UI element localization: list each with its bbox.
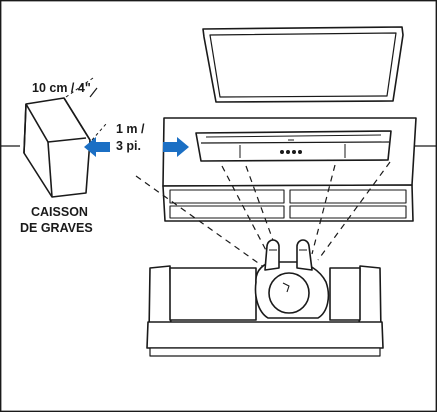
sub-distance-tick — [89, 87, 98, 98]
subwoofer-label-2: DE GRAVES — [20, 221, 93, 235]
person-icon — [254, 239, 330, 319]
tv — [202, 26, 404, 103]
arrow-right-icon — [163, 137, 189, 157]
speaker-distance-label-1: 1 m / — [116, 122, 145, 136]
speaker-distance-label-2: 3 pi. — [116, 139, 141, 153]
sub-distance-label: 10 cm / 4" — [32, 81, 91, 95]
soundbar-buttons — [280, 150, 302, 154]
subwoofer — [23, 97, 91, 198]
sofa — [146, 265, 384, 357]
subwoofer-label-1: CAISSON — [31, 205, 88, 219]
soundbar — [195, 130, 392, 162]
arrow-left-icon — [84, 137, 110, 157]
